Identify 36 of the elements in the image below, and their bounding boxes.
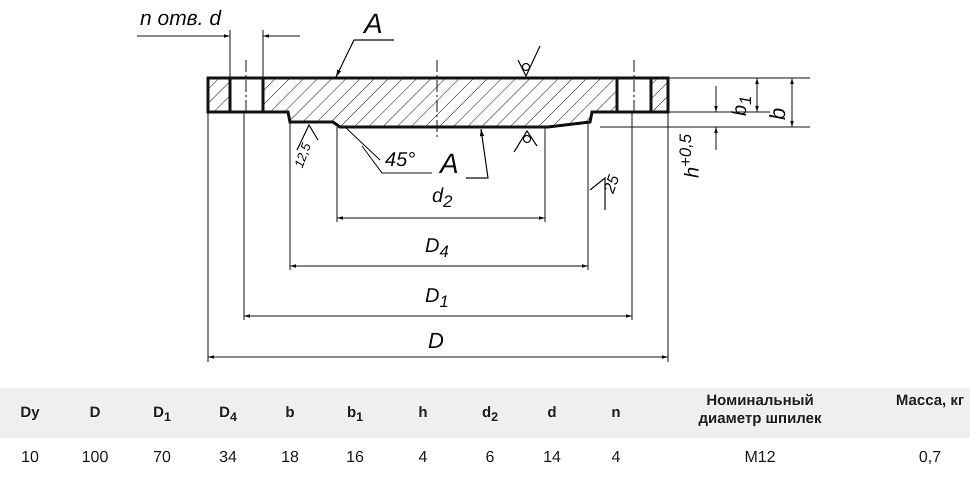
column-header: d$_{2}$ [482,404,498,425]
leader-line [466,128,489,179]
table-value: 4 [418,448,428,468]
table-value: 100 [82,448,108,468]
dimension-label: n отв. d [140,8,221,29]
roughness-value: 12,5 [292,141,313,170]
table-value: 6 [486,448,494,468]
dimension-label: b [767,108,789,120]
table-value: 16 [346,448,364,468]
column-header: n [611,404,621,422]
column-header: Dy [20,404,40,422]
leader-line [335,39,394,78]
angle-label: 45° [385,150,416,170]
callout-letter: A [440,150,459,178]
table-value: 18 [281,448,299,468]
column-header: d [547,404,557,422]
column-header: D$_{1}$ [153,404,171,425]
column-header: b$_{1}$ [346,404,364,425]
table-value: 70 [153,448,171,468]
dimension-label: D$_{4}$ [425,236,449,261]
column-header: D [90,404,100,422]
table-value: 10 [21,448,39,468]
table-value: 14 [543,448,561,468]
dimension-label: d$_{2}$ [432,186,452,211]
table-value: 34 [219,448,237,468]
callout-letter: A [364,10,383,38]
column-header: h [418,404,428,422]
table-value: 4 [612,448,620,468]
column-header: D$_{4}$ [219,404,237,425]
column-header: b [285,404,295,422]
column-header: Номинальный диаметр шпилек [698,392,822,428]
table-value: 0,7 [918,448,942,468]
table-value: M12 [744,448,776,468]
column-header: Масса, кг [895,392,965,410]
dimension-label: D [428,330,444,352]
dimension-label: D$_{1}$ [425,286,449,311]
